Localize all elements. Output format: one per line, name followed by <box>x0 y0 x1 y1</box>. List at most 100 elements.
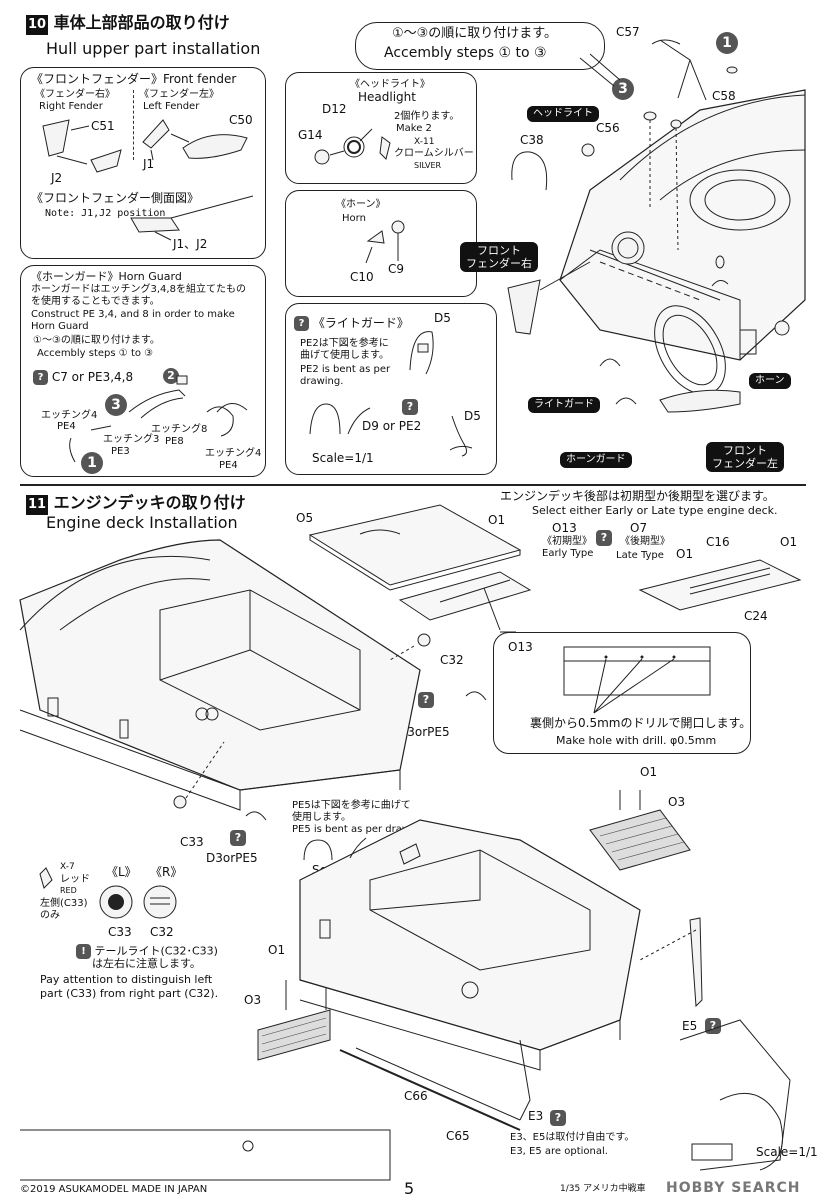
left-fender-jp: 《フェンダー左》 <box>139 89 219 100</box>
caution-icon: ? <box>402 399 418 415</box>
fender-drawings <box>42 119 254 241</box>
label-j2: J2 <box>51 171 63 185</box>
label-c32-b: C32 <box>150 925 174 939</box>
right-fender-en: Right Fender <box>39 101 103 112</box>
light-guard-title-text: 《ライトガード》 <box>312 316 409 330</box>
page-number: 5 <box>404 1179 415 1198</box>
label-c57: C57 <box>616 25 640 39</box>
horn-guard-option-text: C7 or PE3,4,8 <box>51 370 134 384</box>
r-label: 《R》 <box>150 865 183 879</box>
drill-en: Make hole with drill. φ0.5mm <box>556 734 717 747</box>
footer-copyright: ©2019 ASUKAMODEL MADE IN JAPAN <box>20 1184 208 1195</box>
paint-code-x11: X-11 <box>414 137 435 147</box>
label-d3-pe5: D3orPE5 <box>398 725 450 739</box>
horn-guard-box: 《ホーンガード》Horn Guard ホーンガードはエッチング3,4,8を組立て… <box>20 265 266 477</box>
pe4: PE4 <box>57 421 76 432</box>
paint-code-x7: X-7 <box>60 862 75 872</box>
accembly-steps-bubble: ①～③の順に取り付けます。 Accembly steps ① to ③ <box>355 22 605 70</box>
step-10-title-jp: 車体上部部品の取り付け <box>53 13 230 32</box>
main-steps-jp: ①～③の順に取り付けます。 <box>392 26 558 41</box>
horn-guard-option: ? C7 or PE3,4,8 <box>33 370 133 385</box>
label-o1-late: O1 <box>676 547 694 561</box>
horn-box: 《ホーン》 Horn C10 C9 <box>285 190 477 297</box>
fender-box-title: 《フロントフェンダー》Front fender <box>31 72 237 86</box>
o13-detail-drawing <box>563 646 711 714</box>
label-d5: D5 <box>434 311 451 325</box>
pe4b-jp: エッチング4 <box>205 448 262 459</box>
label-c33: C33 <box>180 835 204 849</box>
step-11-number: 11 <box>26 495 48 515</box>
main-steps-en: Accembly steps ① to ③ <box>384 45 547 61</box>
light-guard-option: D9 or PE2 <box>362 419 422 433</box>
label-c51: C51 <box>91 119 115 133</box>
light-guard-en2: drawing. <box>300 376 344 387</box>
drill-jp: 裏側から0.5mmのドリルで開口します。 <box>530 716 752 730</box>
label-g14: G14 <box>298 128 323 142</box>
horn-guard-steps-jp: ①～③の順に取り付けます。 <box>33 335 160 346</box>
label-c65: C65 <box>446 1129 470 1143</box>
paint-en-red: RED <box>60 886 77 895</box>
e3e5-jp: E3、E5は取付け自由です。 <box>510 1132 635 1143</box>
step-11-title: 11 エンジンデッキの取り付け <box>26 493 246 515</box>
front-fender-box: 《フロントフェンダー》Front fender 《フェンダー右》 Right F… <box>20 67 266 259</box>
step-10-number: 10 <box>26 15 48 35</box>
left-only-jp2: のみ <box>40 910 60 921</box>
scale-label-c: Scale=1/1 <box>756 1145 818 1159</box>
fender-divider <box>133 90 134 160</box>
headlight-title-jp: 《ヘッドライト》 <box>350 79 430 90</box>
select-deck-jp: エンジンデッキ後部は初期型か後期型を選びます。 <box>500 489 775 503</box>
headlight-drawings <box>314 128 391 165</box>
step-11-title-en: Engine deck Installation <box>46 513 238 532</box>
engine-deck-drawing <box>19 504 802 1181</box>
taillight-jp2: は左右に注意します。 <box>92 957 201 970</box>
scale-label: Scale=1/1 <box>312 451 374 465</box>
taillight-en1: Pay attention to distinguish left <box>40 973 213 986</box>
step-10-title: 10 車体上部部品の取り付け <box>26 13 230 35</box>
early-type-jp: 《初期型》 <box>542 536 592 547</box>
label-o1-d: O1 <box>268 943 286 957</box>
pe5-jp1: PE5は下図を参考に曲げて <box>292 800 411 811</box>
light-guard-drawings <box>309 331 473 457</box>
light-guard-jp2: 曲げて使用します。 <box>300 350 389 361</box>
label-c32: C32 <box>440 653 464 667</box>
light-guard-box: ? 《ライトガード》 D5 PE2は下図を参考に 曲げて使用します。 PE2 i… <box>285 303 497 475</box>
caution-icon: ? <box>294 316 309 331</box>
step-10-title-en: Hull upper part installation <box>46 39 261 58</box>
early-type-en: Early Type <box>542 548 594 559</box>
label-d3-pe5-b: D3orPE5 <box>206 851 258 865</box>
right-fender-jp: 《フェンダー右》 <box>35 89 115 100</box>
l-label: 《L》 <box>106 865 137 879</box>
caution-icon: ? <box>596 530 612 546</box>
label-d12: D12 <box>322 102 347 116</box>
late-type-jp: 《後期型》 <box>620 536 670 547</box>
horn-guard-title: 《ホーンガード》Horn Guard <box>31 270 182 283</box>
late-type-en: Late Type <box>616 550 664 561</box>
main-step-3-icon: 3 <box>612 78 634 100</box>
light-guard-jp1: PE2は下図を参考に <box>300 338 389 349</box>
label-c56: C56 <box>596 121 620 135</box>
pe3: PE3 <box>111 446 130 457</box>
label-e5: E5 <box>682 1019 698 1033</box>
pe5-jp2: 使用します。 <box>292 812 351 823</box>
horn-guard-drawings <box>69 375 248 463</box>
headlight-tag: ヘッドライト <box>527 106 599 122</box>
horn-guard-en2: Horn Guard <box>31 321 89 332</box>
horn-title-jp: 《ホーン》 <box>336 199 386 210</box>
make-two-jp: 2個作ります。 <box>394 111 460 122</box>
label-d5b: D5 <box>464 409 481 423</box>
select-deck-en: Select either Early or Late type engine … <box>532 504 778 517</box>
horn-guard-jp1: ホーンガードはエッチング3,4,8を組立てたもの <box>31 284 246 295</box>
taillight-jp1: テールライト(C32･C33) <box>94 944 218 958</box>
horn-guard-steps-en: Accembly steps ① to ③ <box>37 348 154 359</box>
front-fender-left-tag: フロント フェンダー左 <box>706 442 784 473</box>
front-fender-right-tag: フロント フェンダー右 <box>460 242 538 273</box>
hobby-search-watermark: HOBBY SEARCH <box>666 1180 801 1196</box>
label-c50: C50 <box>229 113 253 127</box>
main-step-1-icon: 1 <box>716 32 738 54</box>
horn-tag: ホーン <box>749 373 791 389</box>
caution-icon: ? <box>550 1110 566 1126</box>
label-o3-a: O3 <box>668 795 686 809</box>
pe4-jp: エッチング4 <box>41 410 98 421</box>
o13-drill-detail-box: O13 裏側から0.5mmのドリルで開口します。 Make hole with … <box>493 632 751 754</box>
pe8: PE8 <box>165 436 184 447</box>
